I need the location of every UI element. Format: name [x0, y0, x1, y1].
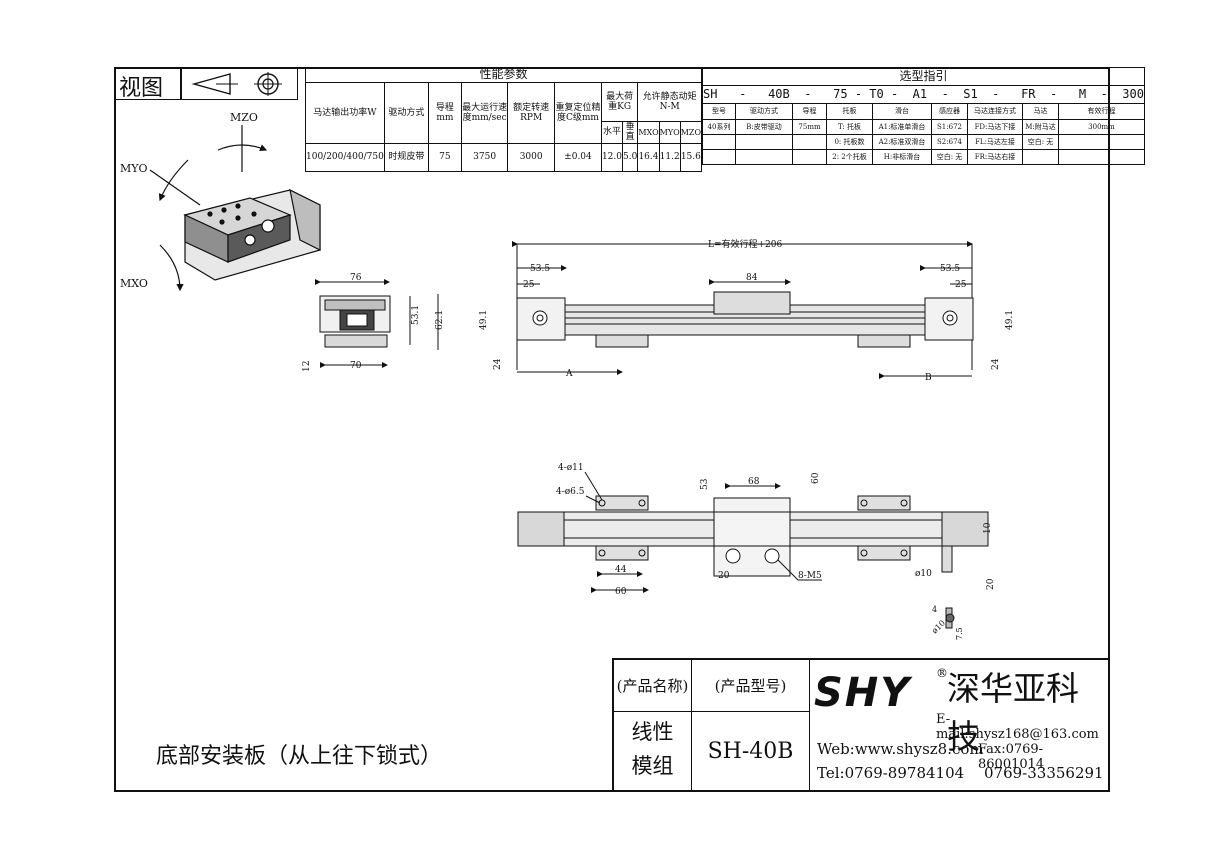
svg-text:4-ø11: 4-ø11 — [558, 463, 584, 473]
registered-mark: ® — [936, 666, 948, 680]
perf-header-accuracy: 重复定位精度C级mm — [554, 82, 602, 144]
perf-cell: 11.2 — [658, 142, 681, 172]
svg-text:44: 44 — [615, 565, 627, 575]
fax: Fax:0769-86001014 — [978, 742, 1045, 772]
projection-symbol-icon — [191, 72, 282, 96]
svg-text:53: 53 — [700, 478, 710, 490]
product-model-value: SH-40B — [692, 712, 810, 792]
svg-text:ø10: ø10 — [930, 618, 947, 635]
perf-cell: 3750 — [460, 142, 509, 172]
perf-header-load: 最大荷重KG — [600, 82, 639, 122]
svg-text:4: 4 — [932, 605, 937, 614]
view-box: 视图 — [116, 68, 298, 101]
tel2: 0769-33356291 — [984, 764, 1104, 782]
selection-table: 选型指引 SH - 40B - 75 - T0 - A1 - S1 - FR -… — [702, 67, 1145, 165]
svg-text:53.5: 53.5 — [530, 264, 550, 274]
svg-text:60: 60 — [811, 472, 821, 484]
svg-text:49.1: 49.1 — [1005, 310, 1015, 330]
svg-text:12: 12 — [302, 361, 312, 372]
perf-cell: 15.6 — [679, 142, 703, 172]
perf-header-rpm: 额定转速RPM — [507, 82, 555, 144]
end-view: 76 70 53.1 62.1 12 — [302, 273, 445, 372]
svg-text:B: B — [925, 373, 932, 383]
svg-text:4-ø6.5: 4-ø6.5 — [556, 487, 585, 497]
perf-cell: 100/200/400/750 — [305, 142, 385, 172]
svg-text:70: 70 — [350, 361, 362, 371]
svg-text:76: 76 — [350, 273, 362, 283]
svg-text:ø10: ø10 — [915, 569, 932, 579]
isometric-view: MZO MYO MXO — [120, 111, 321, 292]
svg-text:20: 20 — [986, 578, 996, 590]
website: Web:www.shysz8.com — [817, 740, 984, 758]
svg-text:7.5: 7.5 — [955, 627, 964, 640]
svg-text:20: 20 — [718, 571, 730, 581]
svg-text:62.1: 62.1 — [435, 310, 445, 330]
shy-logo: SHY — [814, 670, 912, 716]
perf-cell: 12.0 — [600, 142, 624, 172]
perf-header-lead: 导程mm — [427, 82, 462, 144]
shaft-detail: 4 ø10 7.5 — [930, 605, 964, 640]
svg-text:10: 10 — [983, 522, 993, 534]
sel-cell: 2: 2个托板 — [826, 149, 873, 165]
svg-text:A: A — [565, 369, 573, 379]
mzo-label: MZO — [230, 111, 258, 124]
svg-text:25: 25 — [523, 280, 535, 290]
product-name-label: (产品名称) — [614, 660, 692, 712]
perf-cell: 5.0 — [621, 142, 639, 172]
perf-cell: ±0.04 — [554, 142, 602, 172]
sel-cell — [1022, 149, 1059, 165]
svg-text:84: 84 — [746, 273, 758, 283]
svg-text:49.1: 49.1 — [479, 310, 489, 330]
perf-sub-mzo: MZO — [679, 121, 703, 144]
title-block: (产品名称) (产品型号) 线性 模组 SH-40B SHY ® 深华亚科技 E… — [612, 658, 1110, 792]
perf-cell: 3000 — [507, 142, 555, 172]
sel-cell — [1058, 149, 1145, 165]
perf-cell: 75 — [427, 142, 462, 172]
perf-header-moment: 允许静态动矩N-M — [637, 82, 702, 122]
top-view: 4-ø11 4-ø6.5 53 68 60 44 60 20 8-M5 10 ø… — [517, 463, 996, 597]
perf-cell: 时规皮带 — [383, 142, 429, 172]
view-label: 视图 — [119, 76, 164, 101]
mxo-label: MXO — [120, 277, 148, 290]
perf-header-speed: 最大运行速度mm/sec — [460, 82, 509, 144]
svg-text:68: 68 — [748, 477, 760, 487]
front-view: L=有效行程+206 53.5 25 84 53.5 25 49.1 49.1 … — [479, 238, 1015, 383]
performance-table: 性能参数 马达输出功率W 驱动方式 导程mm 最大运行速度mm/sec 额定转速… — [305, 67, 703, 172]
svg-text:8-M5: 8-M5 — [798, 571, 822, 581]
svg-text:53.5: 53.5 — [940, 264, 960, 274]
svg-text:24: 24 — [493, 358, 503, 370]
email: E-mail:shysz168@163.com — [936, 712, 1099, 742]
perf-cell: 16.4 — [637, 142, 660, 172]
myo-label: MYO — [120, 162, 148, 175]
svg-text:60: 60 — [615, 587, 627, 597]
svg-text:24: 24 — [991, 358, 1001, 370]
product-name-value: 线性 模组 — [614, 712, 692, 792]
performance-title: 性能参数 — [305, 67, 702, 83]
svg-text:53.1: 53.1 — [411, 305, 421, 325]
tel: Tel:0769-89784104 — [817, 764, 965, 782]
bottom-mounting-note: 底部安装板（从上往下锁式） — [156, 744, 443, 769]
product-model-label: (产品型号) — [692, 660, 810, 712]
company-name: 深华亚科技 — [947, 669, 1079, 756]
svg-text:25: 25 — [955, 280, 967, 290]
svg-text:L=有效行程+206: L=有效行程+206 — [708, 238, 783, 250]
